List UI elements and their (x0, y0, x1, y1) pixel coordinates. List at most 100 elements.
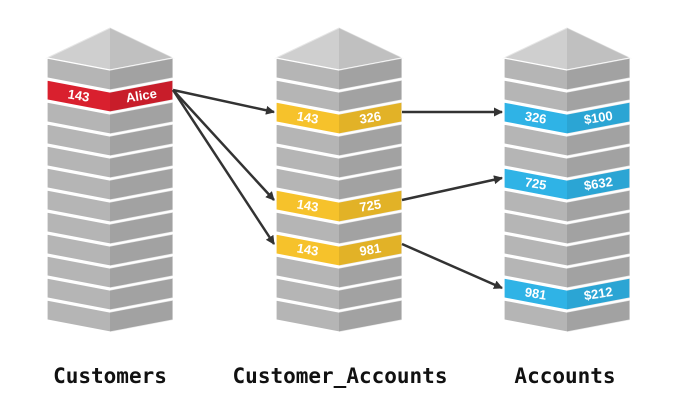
slab-shade (567, 300, 630, 332)
row-slab (46, 101, 174, 135)
highlighted-row-slab (503, 167, 631, 201)
customer-accounts-row-value: 725 (358, 196, 382, 214)
slab-shade (110, 300, 173, 332)
customer-accounts-row-key: 143 (296, 108, 320, 126)
row-slab (503, 299, 631, 333)
slab-shade (339, 58, 402, 90)
highlighted-row-slab (275, 189, 403, 223)
slab-shade (110, 234, 173, 266)
slab-shade (110, 80, 173, 112)
slab-shade (567, 102, 630, 134)
row-slab (503, 255, 631, 289)
customer-accounts-row-value: 981 (358, 240, 382, 258)
highlighted-row-slab (275, 101, 403, 135)
slab-shade (110, 146, 173, 178)
row-slab (275, 123, 403, 157)
highlighted-row-slab (275, 233, 403, 267)
customer-accounts-row-key: 143 (296, 240, 320, 258)
slab-shade (110, 278, 173, 310)
slab-shade (339, 256, 402, 288)
row-slab (46, 233, 174, 267)
slab-shade (339, 146, 402, 178)
slab-shade (110, 102, 173, 134)
row-slab (275, 79, 403, 113)
accounts-row-key: 725 (524, 174, 548, 192)
row-slab (46, 189, 174, 223)
slab-shade (110, 58, 173, 90)
row-slab (46, 145, 174, 179)
highlighted-row-slab (503, 101, 631, 135)
accounts-row-key: 326 (524, 108, 548, 126)
slab-shade (567, 190, 630, 222)
customer-accounts-row-value: 326 (358, 108, 382, 126)
row-slab (275, 299, 403, 333)
diagram-canvas: 143 Alice 143 326 143 725 143 981 326 $100 725 $632… (45, 27, 632, 333)
slab-shade (110, 256, 173, 288)
slab-shade (339, 212, 402, 244)
row-slab (46, 211, 174, 245)
customer-accounts-stack: 143 326 143 725 143 981 (274, 27, 404, 333)
row-slab (503, 211, 631, 245)
stack-cap-shade (339, 28, 402, 70)
slab-shade (339, 80, 402, 112)
row-slab (503, 123, 631, 157)
row-slab (503, 145, 631, 179)
slab-shade (567, 234, 630, 266)
slab-shade (339, 190, 402, 222)
slab-shade (339, 234, 402, 266)
row-slab (275, 277, 403, 311)
row-slab (46, 167, 174, 201)
customer-accounts-table-label: Customer_Accounts (232, 364, 448, 388)
row-slab (275, 145, 403, 179)
accounts-row-value: $632 (583, 174, 614, 193)
slab-shade (110, 124, 173, 156)
row-slab (46, 123, 174, 157)
row-slab (275, 255, 403, 289)
slab-shade (567, 80, 630, 112)
slab-shade (567, 278, 630, 310)
customers-stack: 143 Alice (45, 27, 175, 333)
highlighted-row-slab (503, 277, 631, 311)
customers-row-value: Alice (125, 86, 158, 106)
accounts-row-key: 981 (524, 284, 548, 302)
slab-shade (110, 190, 173, 222)
customers-table-label: Customers (53, 364, 167, 388)
row-slab (275, 167, 403, 201)
slab-shade (567, 168, 630, 200)
slab-shade (567, 124, 630, 156)
row-slab (503, 57, 631, 91)
slab-shade (339, 124, 402, 156)
accounts-table-label: Accounts (514, 364, 616, 388)
slab-shade (339, 300, 402, 332)
link-arrow (171, 89, 276, 245)
accounts-row-value: $100 (583, 108, 614, 127)
customer-accounts-row-key: 143 (296, 196, 320, 214)
link-arrow (401, 242, 503, 290)
accounts-row-value: $212 (583, 284, 614, 303)
stack-cap-shade (110, 28, 173, 70)
slab-shade (567, 256, 630, 288)
row-slab (503, 233, 631, 267)
customers-row-key: 143 (67, 86, 91, 104)
slab-shade (567, 146, 630, 178)
row-slab (46, 57, 174, 91)
row-slab (503, 189, 631, 223)
slab-shade (567, 58, 630, 90)
slab-shade (339, 278, 402, 310)
row-slab (503, 79, 631, 113)
slab-shade (339, 102, 402, 134)
link-arrow (172, 89, 275, 201)
highlighted-row-slab (46, 79, 174, 113)
row-slab (275, 57, 403, 91)
slab-shade (567, 212, 630, 244)
slab-shade (110, 168, 173, 200)
link-arrow (172, 88, 275, 115)
row-slab (46, 255, 174, 289)
accounts-stack: 326 $100 725 $632 981 $212 (502, 27, 632, 333)
slab-shade (110, 212, 173, 244)
row-slab (275, 211, 403, 245)
slab-shade (339, 168, 402, 200)
row-slab (46, 299, 174, 333)
stack-cap-shade (567, 28, 630, 70)
